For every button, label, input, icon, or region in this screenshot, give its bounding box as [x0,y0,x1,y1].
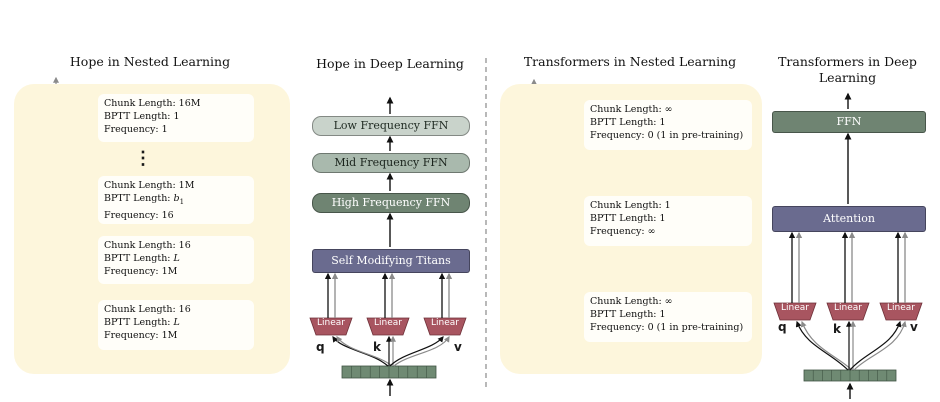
linear-label-q: Linear [317,318,345,328]
input-token-strip [803,369,897,382]
frequency: Frequency: 1M [104,330,178,341]
q-label: q [316,340,325,354]
linear-projection-v [879,302,923,321]
bptt-length: BPTT Length: 1 [590,309,666,320]
linear-label-q: Linear [781,303,809,313]
linear-projection-q [773,302,817,321]
linear-label-v: Linear [887,303,915,313]
ffn-block: FFN [772,111,926,133]
title-hope-nested: Hope in Nested Learning [69,54,231,69]
linear-projection-k [366,317,410,336]
bptt-var: L [173,253,180,264]
curve-to-v [849,320,902,371]
frequency: Frequency: 16 [104,209,174,221]
curve-to-v-gray [853,320,907,371]
self-modifying-titans: Self Modifying Titans [312,249,470,273]
chunk-length: Chunk Length: ∞ [590,104,673,115]
transformer-card-3: Chunk Length: ∞ BPTT Length: 1 Frequency… [584,292,752,342]
bptt-length: BPTT Length: L [104,316,248,329]
linear-label-v: Linear [431,318,459,328]
linear-label-k: Linear [374,318,402,328]
frequency: Frequency: 1M [104,266,178,277]
chunk-length: Chunk Length: 16 [104,240,191,251]
hope-card-2: Chunk Length: 1M BPTT Length: b1 Frequen… [98,176,254,224]
hope-card-3: Chunk Length: 16 BPTT Length: L Frequenc… [98,236,254,284]
bptt-length: BPTT Length: b1 [104,192,248,209]
hope-card-1: Chunk Length: 16M BPTT Length: 1 Frequen… [98,94,254,142]
title-transformers-deep-line1: Transformers in Deep [778,54,917,69]
v-label: v [454,340,462,354]
input-token-strip [341,365,437,379]
bptt-prefix: BPTT Length: [104,253,174,264]
chunk-length: Chunk Length: 16 [104,304,191,315]
title-hope-deep: Hope in Deep Learning [316,56,464,71]
v-label: v [910,320,918,334]
curve-to-v [389,336,444,367]
k-label: k [833,322,841,336]
title-transformers-nested: Transformers in Nested Learning [523,54,737,69]
chunk-length: Chunk Length: ∞ [590,296,673,307]
linear-projection-k [826,302,870,321]
bptt-length: BPTT Length: 1 [590,213,666,224]
high-frequency-ffn: High Frequency FFN [312,193,470,213]
transformer-card-1: Chunk Length: ∞ BPTT Length: 1 Frequency… [584,100,752,150]
linear-projection-q [309,317,353,336]
chunk-length: Chunk Length: 16M [104,98,201,109]
bptt-length: BPTT Length: 1 [590,117,666,128]
low-frequency-ffn: Low Frequency FFN [312,116,470,136]
mid-frequency-ffn: Mid Frequency FFN [312,153,470,173]
linear-projection-v [423,317,467,336]
k-label: k [373,340,381,354]
frequency: Frequency: ∞ [590,226,656,237]
linear-label-k: Linear [834,303,862,313]
hope-card-4: Chunk Length: 16 BPTT Length: L Frequenc… [98,300,254,350]
attention-block: Attention [772,206,926,232]
title-transformers-deep: Transformers in Deep Learning [760,54,935,86]
curve-to-v-gray [393,335,450,367]
bptt-length: BPTT Length: 1 [104,111,180,122]
title-transformers-deep-line2: Learning [818,70,877,85]
bptt-length: BPTT Length: L [104,252,248,265]
bptt-prefix: BPTT Length: [104,193,174,204]
frequency: Frequency: 1 [104,124,168,135]
curve-to-q-gray [336,336,393,367]
frequency: Frequency: 0 (1 in pre-training) [590,322,744,333]
transformer-card-2: Chunk Length: 1 BPTT Length: 1 Frequency… [584,196,752,246]
q-label: q [778,320,787,334]
bptt-var: b [173,193,180,204]
frequency: Frequency: 0 (1 in pre-training) [590,130,744,141]
bptt-var: L [173,317,180,328]
chunk-length: Chunk Length: 1M [104,180,195,191]
chunk-length: Chunk Length: 1 [590,200,671,211]
curve-to-q-gray [800,320,853,371]
ellipsis: ⋮ [134,148,152,169]
curve-to-q [795,320,849,371]
bptt-sub: 1 [179,197,185,206]
bptt-prefix: BPTT Length: [104,317,174,328]
